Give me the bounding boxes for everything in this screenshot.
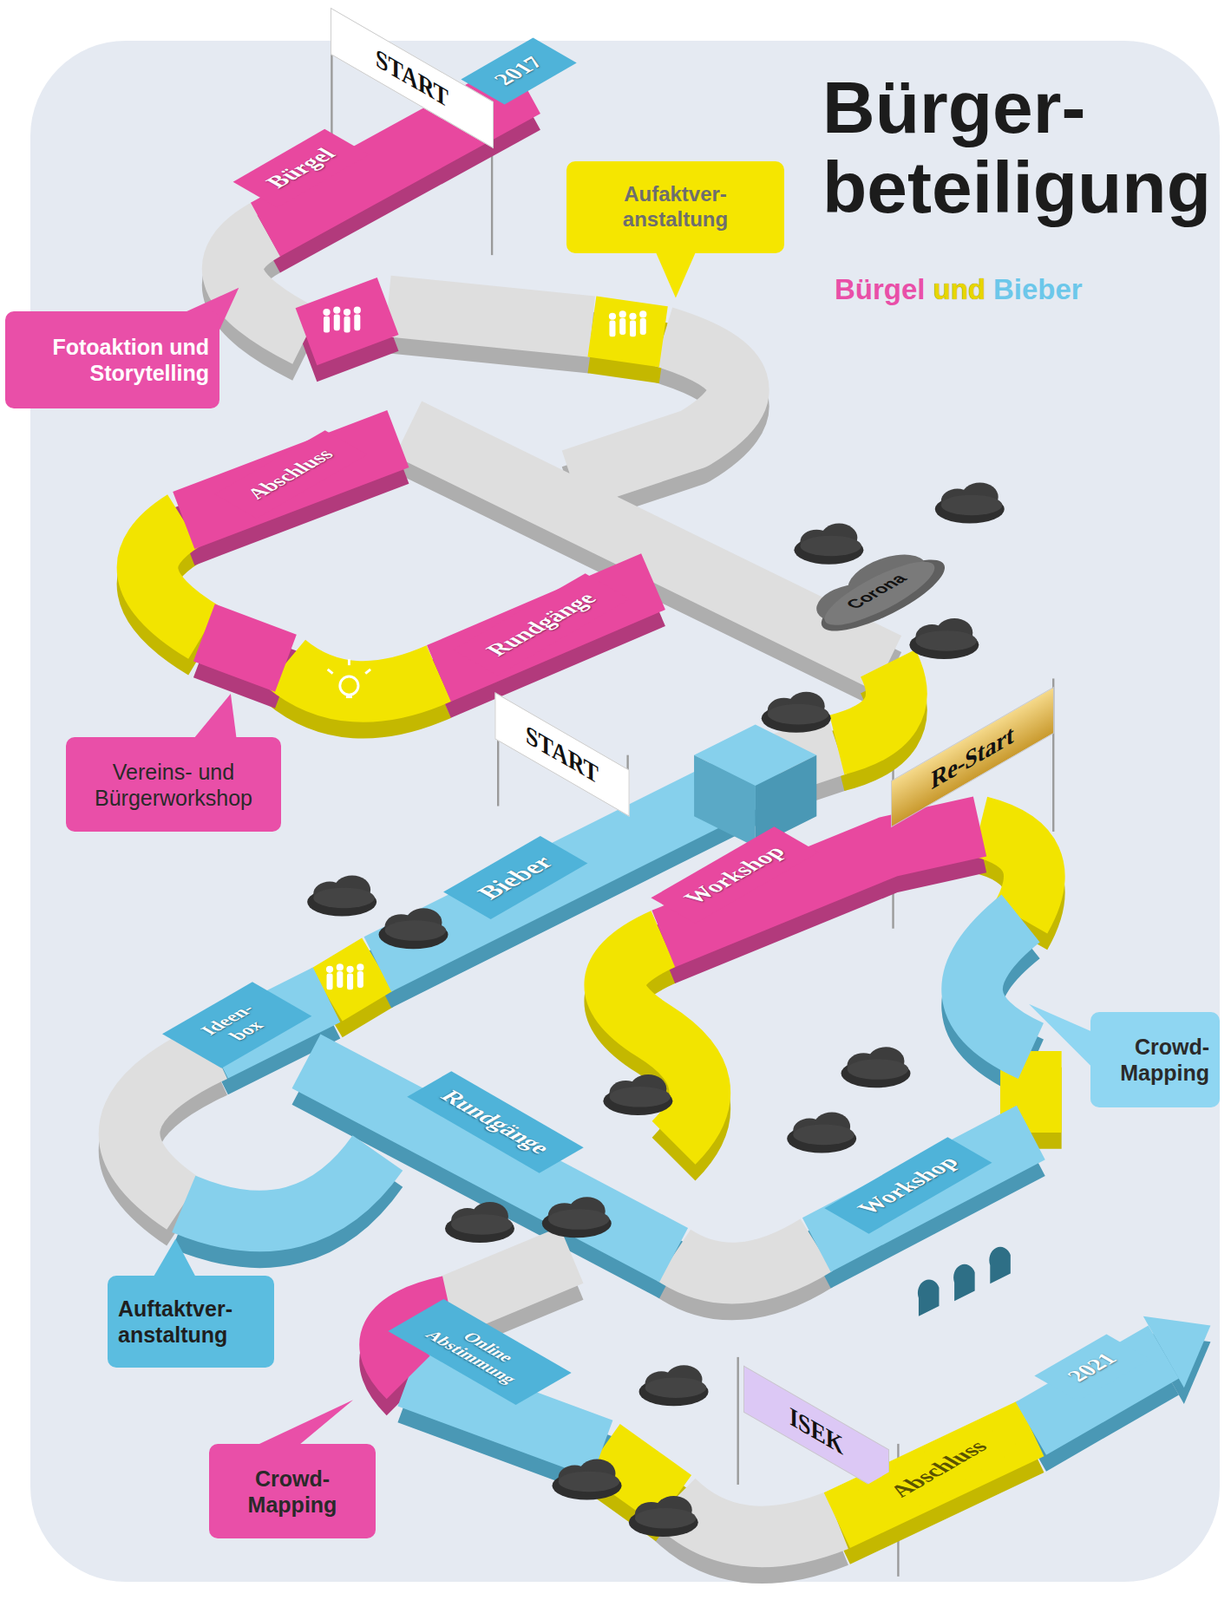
node-text: Rundgänge <box>433 1086 557 1159</box>
node-text: Crowd- Mapping <box>1100 1034 1210 1087</box>
node-text: Online Abstimmung <box>415 1315 545 1390</box>
callout-box: Fotoaktion und Storytelling <box>5 311 220 409</box>
callout-box: Vereins- und Bürgerworkshop <box>65 737 282 832</box>
node-text: Fotoaktion und Storytelling <box>15 333 210 387</box>
track-tile: Bürgel <box>233 129 370 209</box>
node-text: 2021 <box>1061 1350 1124 1387</box>
node-text: Rundgänge <box>479 589 603 661</box>
subtitle-word: und <box>933 272 986 308</box>
node-text: Workshop <box>678 842 793 909</box>
node-text: Vereins- und Bürgerworkshop <box>76 759 271 812</box>
track-tile: Workshop <box>650 826 819 924</box>
callout-box: Auftaktver- anstaltung <box>107 1276 275 1369</box>
callout-box: Aufaktver- anstaltung <box>566 161 785 254</box>
track-tile: Rundgänge <box>406 1071 584 1174</box>
node-text: Abschluss <box>883 1437 995 1501</box>
track-tile: Workshop <box>824 1137 992 1235</box>
node-text: Crowd- Mapping <box>219 1466 366 1519</box>
diagram-title: Bürger- beteiligung <box>822 67 1231 229</box>
cloud-part <box>810 553 950 634</box>
subtitle: BürgelundBieber <box>834 272 1083 308</box>
node-text: Workshop <box>851 1152 966 1219</box>
cloud-node: Corona <box>788 541 965 643</box>
node-text: Re-Start <box>902 700 1043 814</box>
subtitle-word: Bieber <box>993 272 1083 308</box>
isek-flag: ISEK <box>743 1366 890 1498</box>
track-tile: Online Abstimmung <box>387 1299 571 1406</box>
year-tile: 2021 <box>1034 1335 1150 1402</box>
node-text: Abschluss <box>242 445 341 503</box>
callout-box: Crowd- Mapping <box>209 1444 376 1539</box>
node-text: Bürgel <box>260 144 342 193</box>
callout-box: Crowd- Mapping <box>1090 1012 1220 1108</box>
node-text: ISEK <box>754 1380 878 1483</box>
start-flag: START <box>494 692 629 818</box>
track-tile: Ideen- box <box>162 982 312 1068</box>
track-tile: Bieber <box>443 836 588 920</box>
subtitle-word: Bürgel <box>834 272 926 308</box>
restart-flag: Re-Start <box>890 687 1055 829</box>
node-text: Bieber <box>470 851 560 904</box>
node-text: Auftaktver- anstaltung <box>117 1296 264 1349</box>
node-text: Aufaktver- anstaltung <box>576 182 774 233</box>
node-text: 2017 <box>488 53 551 90</box>
node-text: START <box>505 707 618 804</box>
node-text: Ideen- box <box>189 997 285 1053</box>
track-tile: Rundgänge <box>452 573 630 676</box>
board-ground <box>30 40 1220 1583</box>
track-tile: Abschluss <box>214 430 367 518</box>
track <box>129 10 1211 1578</box>
